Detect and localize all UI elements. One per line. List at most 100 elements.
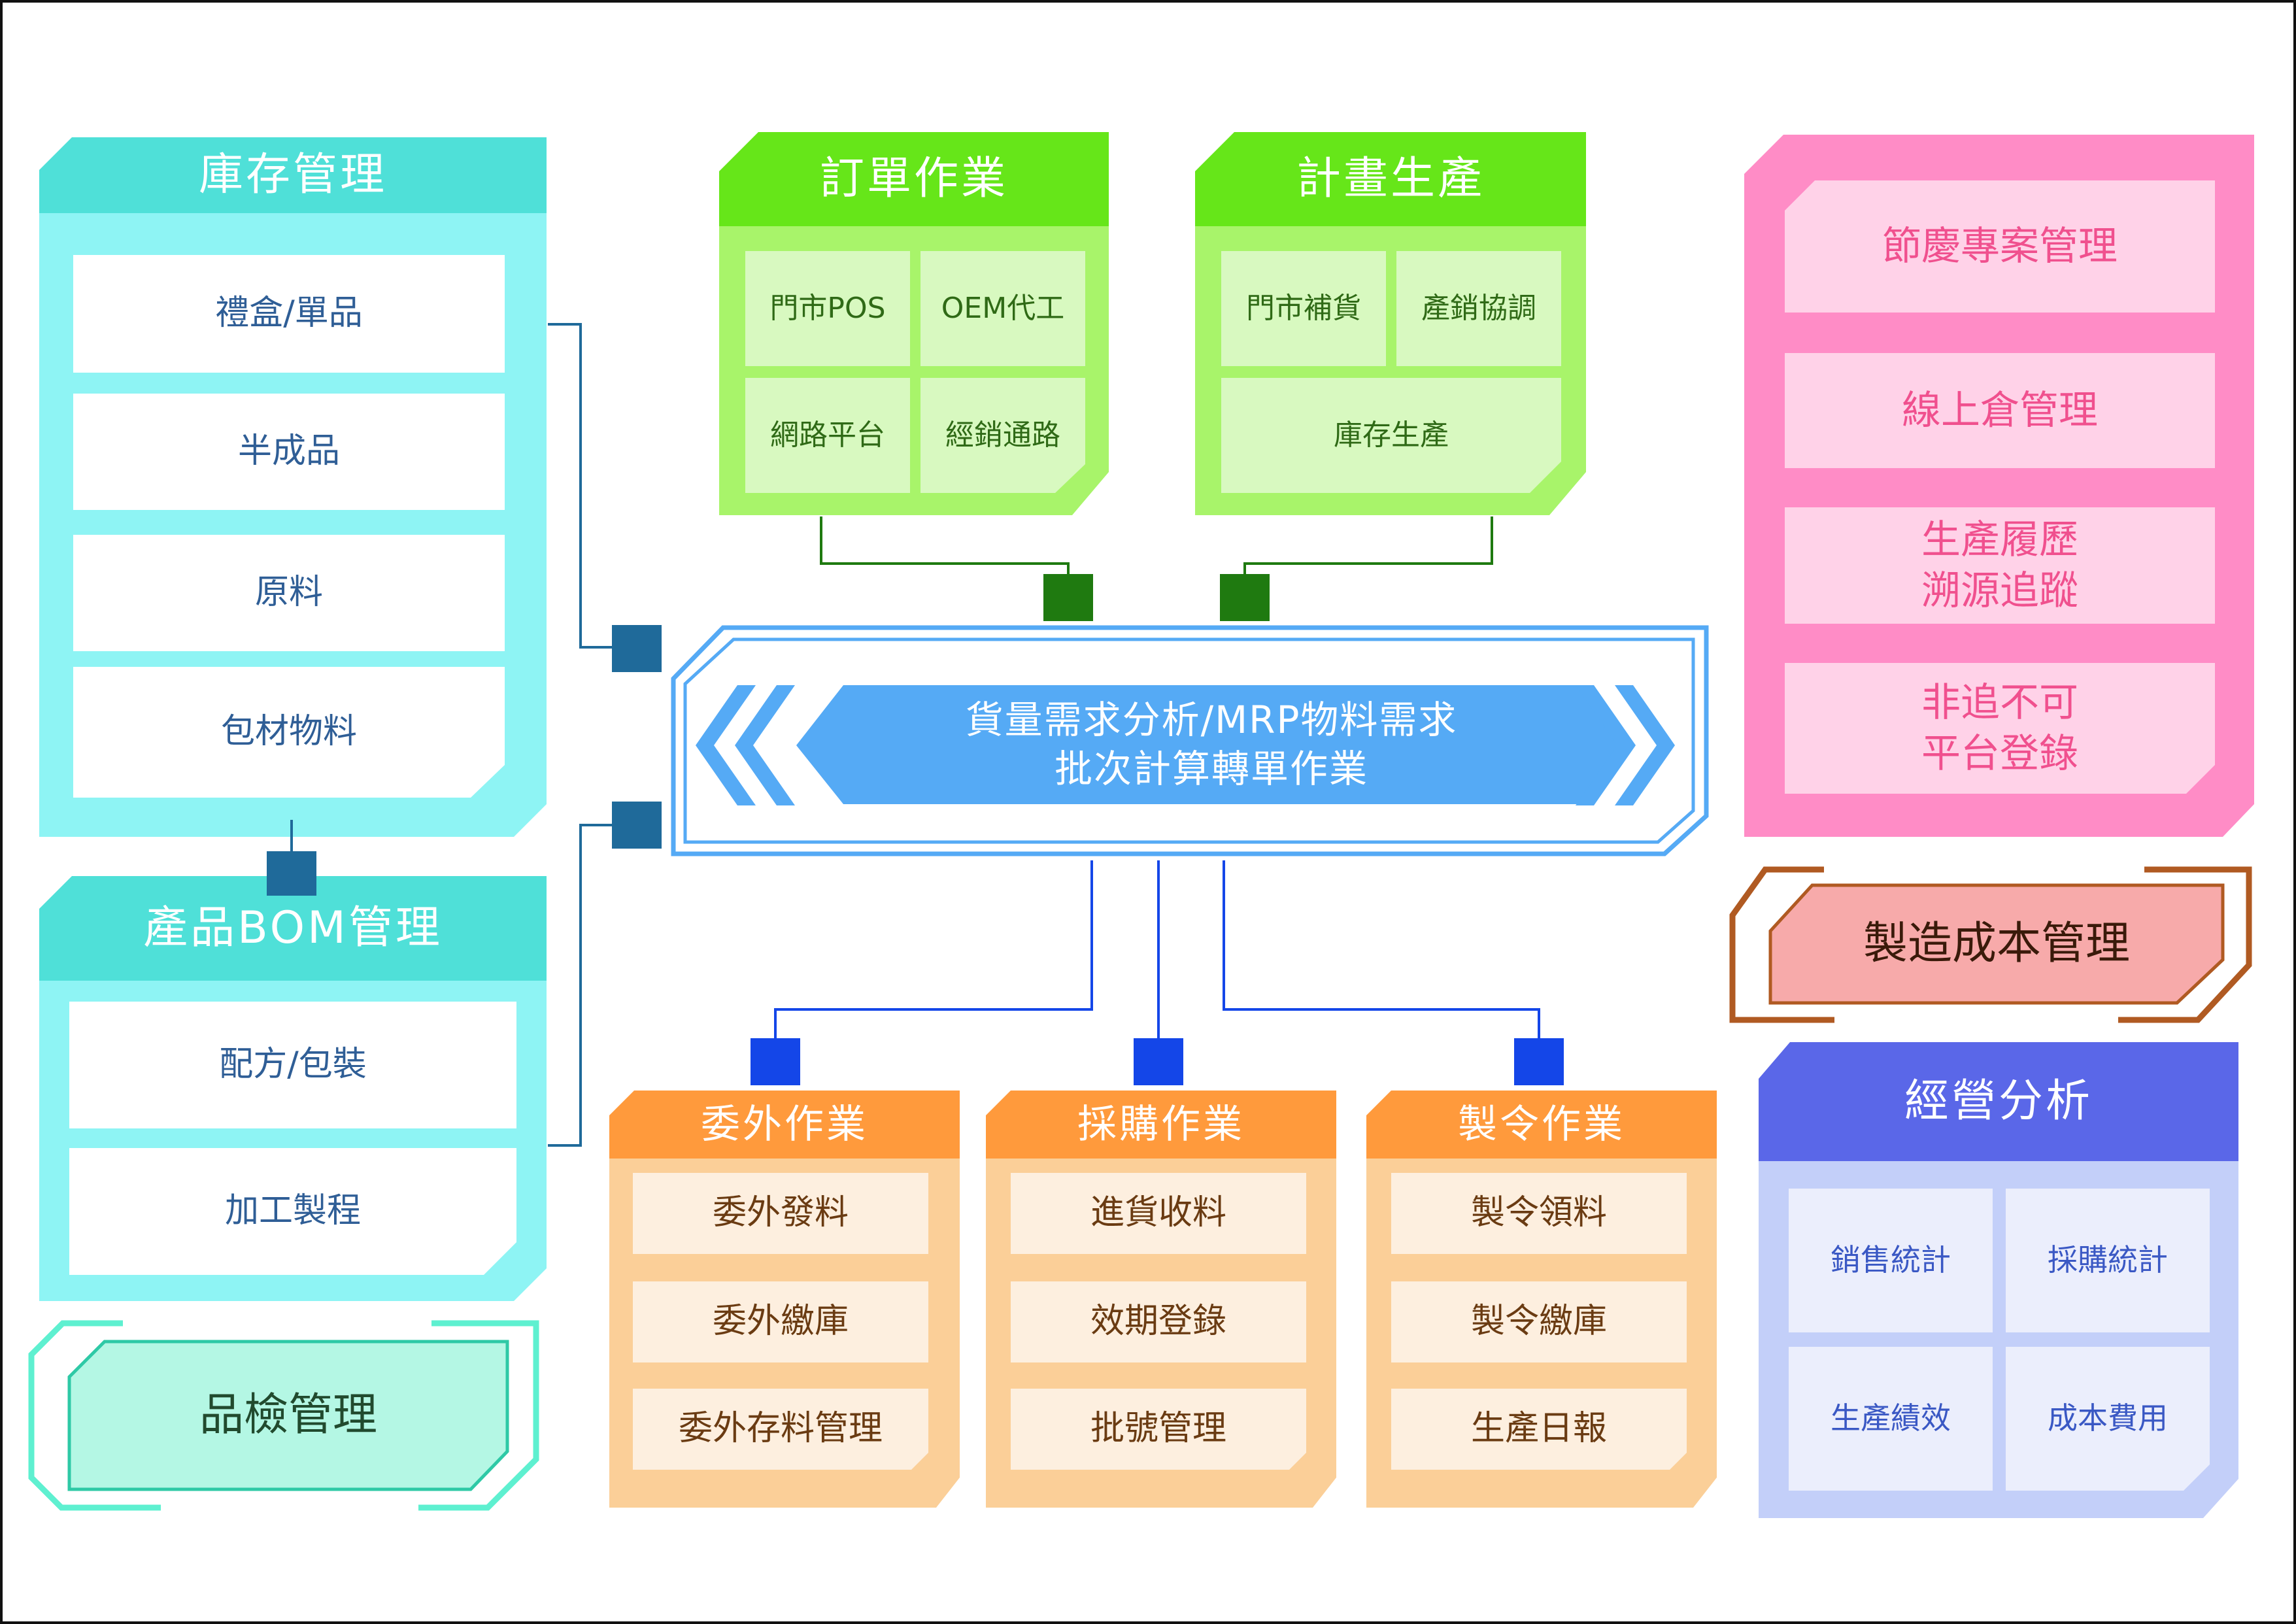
purchasing-cell: [1011, 1389, 1306, 1470]
connector-square: [1134, 1038, 1183, 1085]
purchasing-cell: [1011, 1173, 1306, 1254]
orders-item[interactable]: 門市POS: [769, 292, 886, 326]
projects-cell: [1785, 353, 2215, 468]
orders-item[interactable]: 網路平台: [770, 418, 885, 452]
cost-box: [1768, 883, 2225, 1005]
purchasing-header: [986, 1091, 1336, 1159]
center-banner: [796, 685, 1627, 804]
outsourcing-item[interactable]: 委外存料管理: [678, 1409, 883, 1449]
orders-header: [719, 132, 1109, 226]
analysis-item[interactable]: 生產績效: [1831, 1400, 1951, 1436]
purchasing-item[interactable]: 批號管理: [1090, 1409, 1226, 1449]
analysis-header: [1759, 1042, 2238, 1161]
connector-square: [1514, 1038, 1564, 1085]
chevron-right-icon: [1576, 685, 1636, 805]
inventory-cell: [73, 394, 505, 510]
inventory-cell: [73, 535, 505, 651]
connector-square: [267, 851, 316, 896]
chevron-left-icon: [735, 685, 795, 805]
connector-square: [1043, 574, 1093, 621]
planning-cell: [1221, 251, 1386, 366]
manufacturing-title: 製令作業: [1458, 1102, 1625, 1147]
analysis-item[interactable]: 銷售統計: [1831, 1242, 1951, 1278]
manufacturing-item[interactable]: 生產日報: [1470, 1409, 1607, 1449]
bom-title: 產品BOM管理: [143, 902, 443, 954]
planning-cell: [1396, 251, 1561, 366]
quality-outline-left: [28, 1320, 161, 1511]
inventory-item[interactable]: 禮盒/單品: [215, 294, 363, 333]
analysis-cell: [1789, 1189, 1993, 1332]
bom-item[interactable]: 加工製程: [224, 1191, 361, 1231]
chevron-right-icon: [1615, 685, 1675, 805]
center-outer-frame: [671, 625, 1709, 856]
inventory-header: [39, 137, 547, 213]
manufacturing-cell: [1391, 1281, 1687, 1362]
outsourcing-header: [609, 1091, 960, 1159]
manufacturing-cell: [1391, 1173, 1687, 1254]
projects-item[interactable]: 生產履歷 溯源追蹤: [1921, 517, 2078, 614]
cost-title[interactable]: 製造成本管理: [1863, 917, 2130, 970]
center-inner-frame: [683, 637, 1695, 844]
manufacturing-header: [1366, 1091, 1717, 1159]
planning-title: 計畫生產: [1296, 152, 1485, 205]
connector-square: [1220, 574, 1270, 621]
outsourcing-item[interactable]: 委外繳庫: [712, 1302, 849, 1342]
outsourcing-cell: [633, 1389, 928, 1470]
projects-item[interactable]: 非追不可 平台登錄: [1921, 680, 2078, 777]
inventory-cell: [73, 255, 505, 373]
purchasing-cell: [1011, 1281, 1306, 1362]
orders-item[interactable]: OEM代工: [941, 292, 1065, 326]
projects-item[interactable]: 線上倉管理: [1902, 388, 2098, 433]
orders-cell: [745, 378, 910, 493]
manufacturing-item[interactable]: 製令領料: [1470, 1193, 1607, 1233]
bom-header: [39, 876, 547, 981]
orders-cell: [920, 251, 1085, 366]
quality-title[interactable]: 品檢管理: [199, 1389, 377, 1441]
bom-item[interactable]: 配方/包裝: [219, 1045, 367, 1085]
orders-cell: [920, 378, 1085, 493]
manufacturing-item[interactable]: 製令繳庫: [1470, 1302, 1607, 1342]
orders-item[interactable]: 經銷通路: [945, 418, 1060, 452]
purchasing-item[interactable]: 進貨收料: [1090, 1193, 1226, 1233]
projects-cell: [1785, 663, 2215, 794]
analysis-item[interactable]: 採購統計: [2048, 1242, 2168, 1278]
bom-cell: [69, 1148, 516, 1275]
cost-outline-right: [2118, 866, 2252, 1023]
inventory-item[interactable]: 半成品: [237, 431, 340, 471]
planning-item[interactable]: 門市補貨: [1246, 292, 1361, 326]
analysis-cell: [2006, 1189, 2210, 1332]
bom-cell: [69, 1002, 516, 1128]
projects-cell: [1785, 180, 2215, 313]
outsourcing-cell: [633, 1281, 928, 1362]
inventory-item[interactable]: 原料: [254, 573, 323, 613]
planning-item[interactable]: 庫存生產: [1334, 418, 1449, 452]
manufacturing-cell: [1391, 1389, 1687, 1470]
orders-title: 訂單作業: [819, 152, 1008, 205]
quality-outline-right: [418, 1320, 539, 1511]
center-mrp-label[interactable]: 貨量需求分析/MRP物料需求 批次計算轉單作業: [965, 697, 1458, 791]
connector-square: [612, 625, 662, 672]
analysis-cell: [2006, 1347, 2210, 1491]
analysis-cell: [1789, 1347, 1993, 1491]
inventory-title: 庫存管理: [198, 148, 387, 201]
planning-header: [1195, 132, 1586, 226]
inventory-cell: [73, 667, 505, 798]
outsourcing-item[interactable]: 委外發料: [712, 1193, 849, 1233]
connector-square: [751, 1038, 800, 1085]
planning-cell: [1221, 378, 1561, 493]
purchasing-title: 採購作業: [1077, 1102, 1245, 1147]
connector-square: [612, 802, 662, 849]
chevron-left-icon: [696, 685, 756, 805]
analysis-item[interactable]: 成本費用: [2048, 1400, 2168, 1436]
inventory-item[interactable]: 包材物料: [220, 712, 357, 752]
outsourcing-title: 委外作業: [701, 1102, 868, 1147]
projects-cell: [1785, 507, 2215, 624]
outsourcing-cell: [633, 1173, 928, 1254]
purchasing-item[interactable]: 效期登錄: [1090, 1302, 1226, 1342]
planning-item[interactable]: 產銷協調: [1421, 292, 1536, 326]
projects-item[interactable]: 節慶專案管理: [1882, 224, 2118, 269]
quality-box: [67, 1340, 509, 1491]
analysis-title: 經營分析: [1904, 1075, 2093, 1127]
